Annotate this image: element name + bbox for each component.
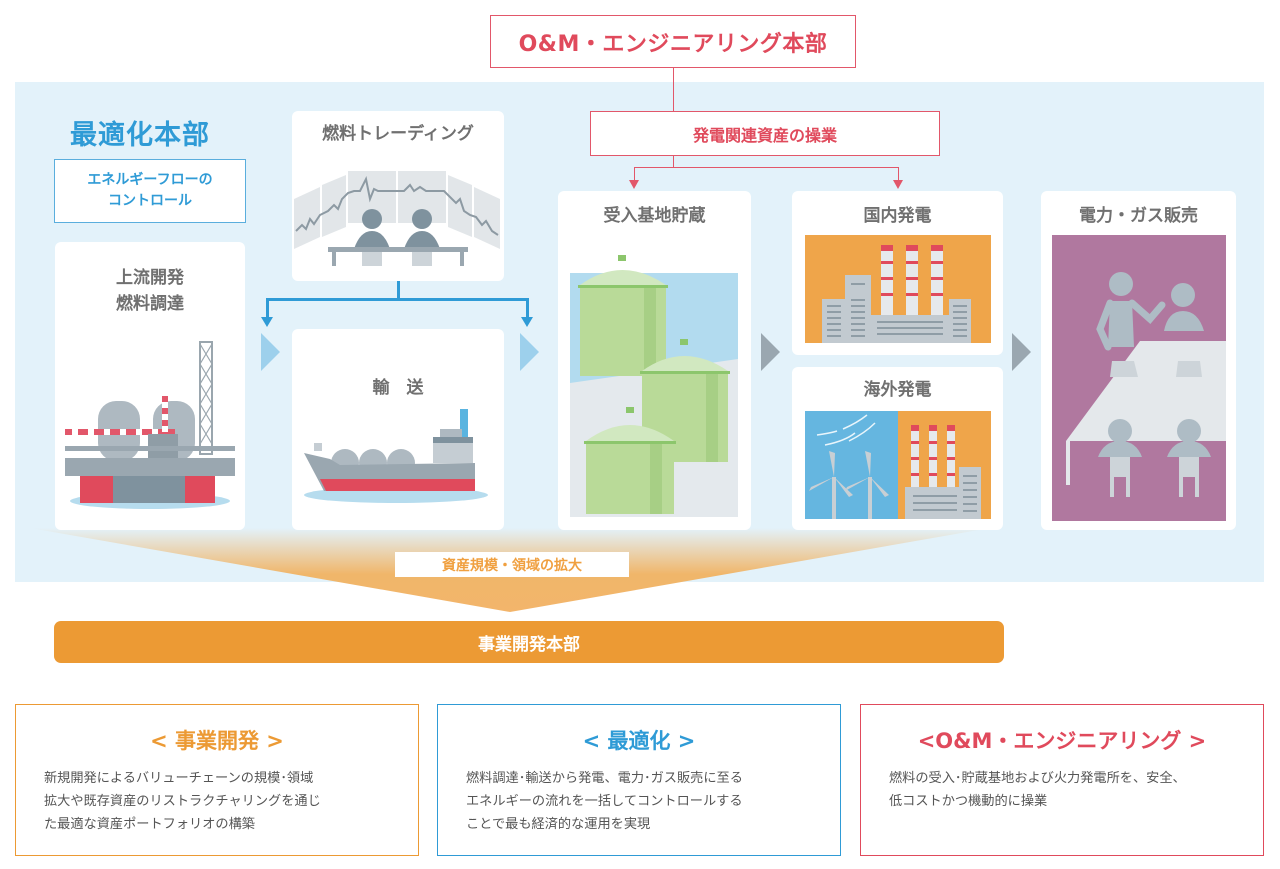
description-line: た最適な資産ポートフォリオの構築 (44, 817, 255, 832)
wind-and-power-plant-icon (805, 411, 991, 519)
business-development-division-bar: 事業開発本部 (54, 621, 1004, 663)
om-connector-line (673, 68, 674, 112)
lng-carrier-icon (304, 409, 488, 503)
upstream-card: 上流開発 燃料調達 (55, 242, 245, 530)
description-line: ことで最も経済的な運用を実現 (466, 817, 651, 832)
power-asset-operation-box: 発電関連資産の操業 (590, 111, 940, 156)
trading-desk-icon (294, 171, 500, 266)
om-branch-right (898, 167, 899, 181)
business-development-division-title: 事業開発本部 (478, 634, 580, 655)
description-line: 燃料の受入･貯蔵基地および火力発電所を、安全、 (889, 771, 1186, 786)
optimization-description-box: < 最適化 > 燃料調達･輸送から発電、電力･ガス販売に至る エネルギーの流れを… (437, 704, 841, 856)
offshore-platform-icon (65, 341, 235, 509)
description-line: 低コストかつ機動的に操業 (889, 794, 1048, 809)
description-line: 拡大や既存資産のリストラクチャリングを通じ (44, 794, 321, 809)
storage-title: 受入基地貯蔵 (603, 206, 706, 226)
om-branch-line (634, 167, 899, 168)
power-plant-icon (805, 235, 991, 343)
om-engineering-division-box: O&M・エンジニアリング本部 (490, 15, 856, 68)
arrow-down-icon (261, 317, 273, 327)
flow-arrow-icon (261, 333, 280, 371)
overseas-power-title: 海外発電 (863, 380, 932, 400)
optimization-description-text: 燃料調達･輸送から発電、電力･ガス販売に至る エネルギーの流れを一括してコントロ… (466, 767, 826, 836)
om-engineering-division-title: O&M・エンジニアリング本部 (518, 31, 828, 57)
sales-title: 電力・ガス販売 (1079, 206, 1198, 226)
om-sub-connector (673, 156, 674, 168)
arrow-down-icon (893, 180, 903, 189)
om-branch-left (634, 167, 635, 181)
power-asset-operation-label: 発電関連資産の操業 (692, 125, 837, 145)
fuel-trading-card: 燃料トレーディング (292, 111, 504, 281)
trading-branch-right (526, 298, 529, 318)
trading-branch-left (266, 298, 269, 318)
energy-flow-control-box: エネルギーフローの コントロール (54, 159, 246, 223)
domestic-power-title: 国内発電 (863, 206, 932, 226)
asset-expansion-label: 資産規模・領域の拡大 (395, 552, 629, 577)
description-line: 燃料調達･輸送から発電、電力･ガス販売に至る (466, 771, 743, 786)
optimization-description-heading: < 最適化 > (582, 729, 696, 753)
flow-arrow-icon (520, 333, 539, 371)
bizdev-description-heading: < 事業開発 > (150, 729, 284, 753)
flow-arrow-icon (761, 333, 780, 371)
storage-card: 受入基地貯蔵 (558, 191, 751, 530)
sales-meeting-icon (1052, 235, 1226, 521)
fuel-trading-title: 燃料トレーディング (322, 124, 474, 144)
flow-arrow-icon (1012, 333, 1031, 371)
arrow-down-icon (629, 180, 639, 189)
trading-connector (397, 281, 400, 299)
upstream-title-line1: 上流開発 (116, 268, 184, 288)
om-description-heading: <O&M・エンジニアリング > (917, 729, 1207, 753)
transport-title: 輸 送 (372, 378, 424, 398)
trading-branch-line (266, 298, 529, 301)
sales-card: 電力・ガス販売 (1041, 191, 1236, 530)
description-line: 新規開発によるバリューチェーンの規模･領域 (44, 771, 314, 786)
om-description-box: <O&M・エンジニアリング > 燃料の受入･貯蔵基地および火力発電所を、安全、 … (860, 704, 1264, 856)
overseas-power-card: 海外発電 (792, 367, 1003, 530)
upstream-title: 上流開発 燃料調達 (55, 265, 245, 317)
optimization-division-title: 最適化本部 (70, 120, 210, 151)
bizdev-description-text: 新規開発によるバリューチェーンの規模･領域 拡大や既存資産のリストラクチャリング… (44, 767, 404, 836)
energy-flow-line1: エネルギーフローの (87, 172, 213, 188)
upstream-title-line2: 燃料調達 (116, 294, 184, 314)
transport-card: 輸 送 (292, 329, 504, 530)
domestic-power-card: 国内発電 (792, 191, 1003, 355)
lng-storage-tanks-icon (570, 255, 738, 517)
expansion-funnel (30, 528, 990, 612)
energy-flow-line2: コントロール (108, 193, 192, 209)
om-description-text: 燃料の受入･貯蔵基地および火力発電所を、安全、 低コストかつ機動的に操業 (889, 767, 1249, 813)
bizdev-description-box: < 事業開発 > 新規開発によるバリューチェーンの規模･領域 拡大や既存資産のリ… (15, 704, 419, 856)
description-line: エネルギーの流れを一括してコントロールする (466, 794, 743, 809)
arrow-down-icon (521, 317, 533, 327)
